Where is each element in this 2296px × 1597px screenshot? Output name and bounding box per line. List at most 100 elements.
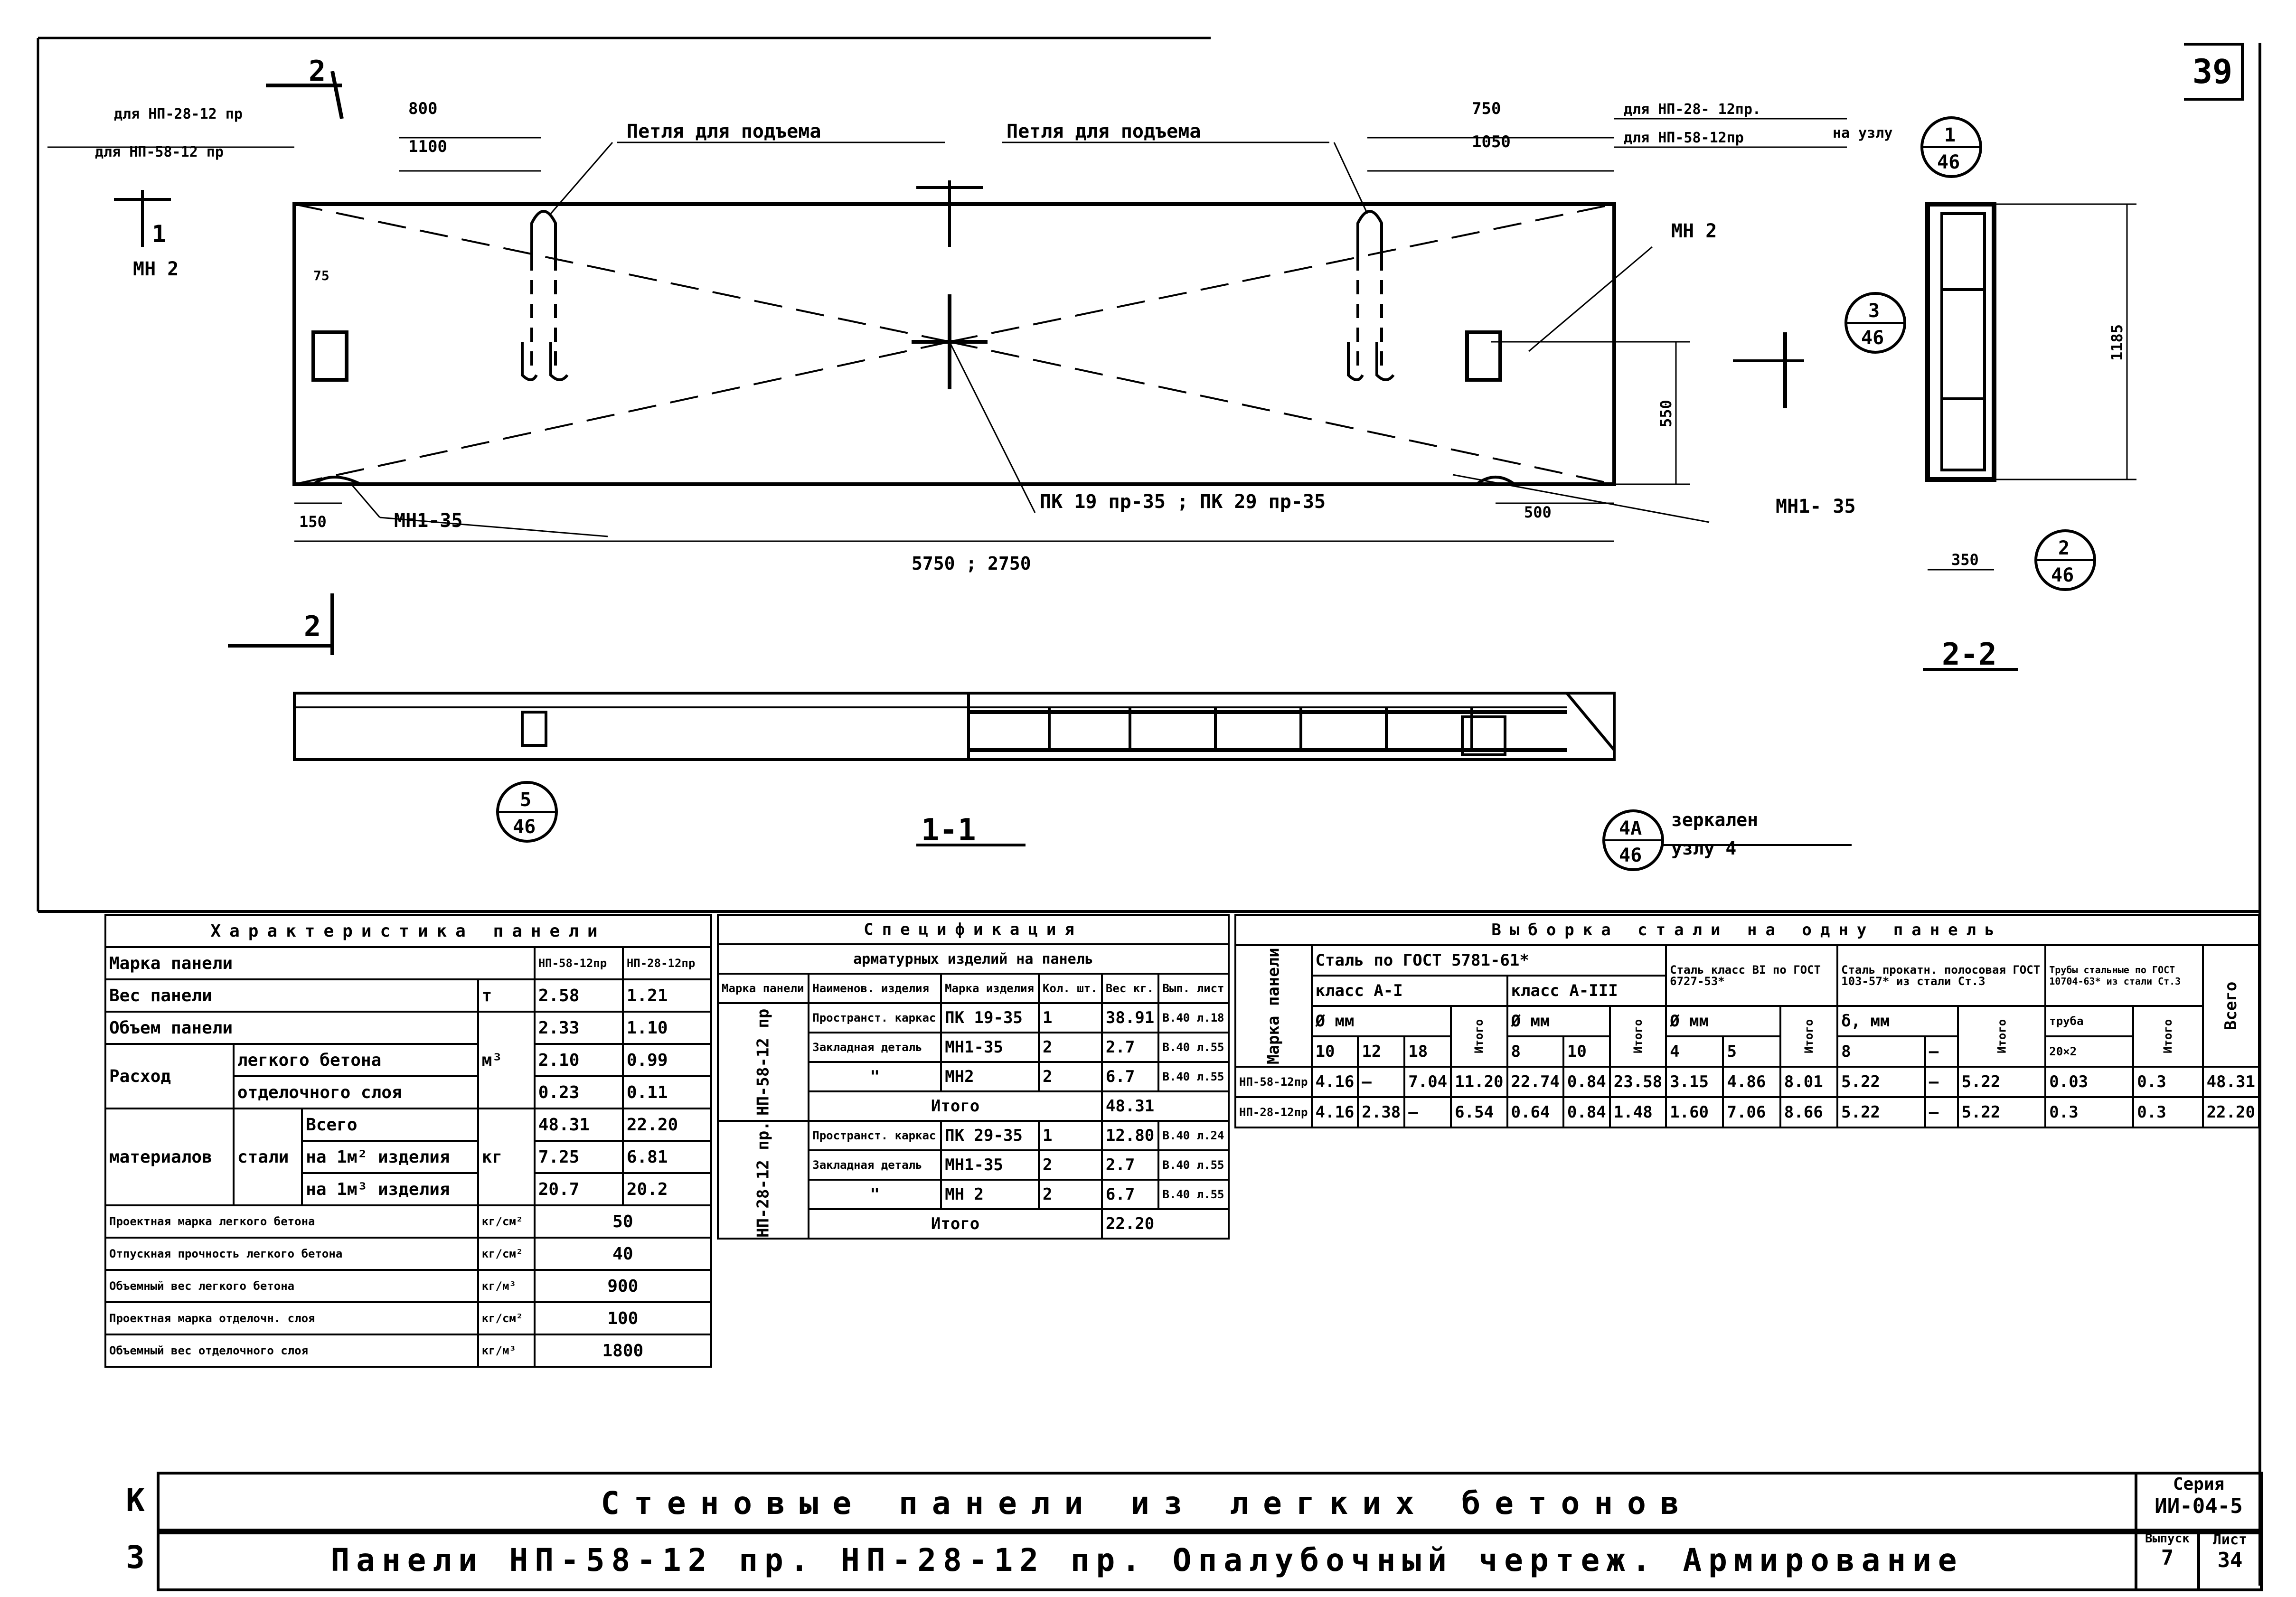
spec-name: " <box>808 1179 942 1210</box>
steel-cell: 0.64 <box>1506 1096 1564 1128</box>
callout-3-top: 3 <box>1868 300 1880 322</box>
char-value: 2.33 <box>533 1011 624 1045</box>
section-1-1-title: 1-1 <box>921 813 976 848</box>
spec-name: " <box>808 1061 942 1092</box>
spec-sheet: В.40 л.24 <box>1157 1120 1230 1151</box>
char-unit: м³ <box>477 1011 536 1109</box>
char-label: Проектная марка отделочн. слоя <box>104 1301 479 1335</box>
sheet-value: 34 <box>2217 1548 2243 1572</box>
spec-sheet: В.40 л.55 <box>1157 1179 1230 1210</box>
spec-total: 22.20 <box>1101 1208 1230 1240</box>
section-1-mark: 1 <box>152 220 166 248</box>
steel-cell: 1.48 <box>1609 1096 1667 1128</box>
for-np58-right: для НП-58-12пр <box>1624 130 1744 146</box>
for-np28-right: для НП-28- 12пр. <box>1624 101 1761 118</box>
lift-loop-label-left: Петля для подъема <box>627 121 821 142</box>
steel-cell: 2.38 <box>1357 1096 1406 1128</box>
steel-phi: Ø мм <box>1506 1005 1611 1037</box>
spec-header: Вып. лист <box>1157 973 1230 1004</box>
steel-cell: — <box>1924 1066 1959 1098</box>
spec-sheet: В.40 л.18 <box>1157 1002 1230 1033</box>
steel-cell: 22.74 <box>1506 1066 1564 1098</box>
steel-cell: 3.15 <box>1665 1066 1724 1098</box>
for-np28-left: для НП-28-12 пр <box>114 106 243 122</box>
pk-label: ПК 19 пр-35 ; ПК 29 пр-35 <box>1040 491 1326 513</box>
mh1-right-label: МН1- 35 <box>1776 496 1856 517</box>
spec-weight: 6.7 <box>1101 1179 1160 1210</box>
char-value: 900 <box>533 1269 713 1303</box>
steel-cell: 0.84 <box>1562 1066 1611 1098</box>
char-label: Проектная марка легкого бетона <box>104 1204 479 1239</box>
steel-gost5781: Сталь по ГОСТ 5781-61* <box>1310 944 1667 977</box>
steel-cell: 4.86 <box>1722 1066 1781 1098</box>
spec-header: Наименов. изделия <box>808 973 942 1004</box>
series-value: ИИ-04-5 <box>2155 1494 2243 1518</box>
mh2-left-label: МН 2 <box>133 258 179 280</box>
dim-1100: 1100 <box>408 137 447 156</box>
char-group-stali: стали <box>232 1108 303 1206</box>
spec-name: Пространст. каркас <box>808 1120 942 1151</box>
panel-outline <box>292 202 1616 486</box>
steel-dia: 4 <box>1665 1035 1724 1068</box>
char-value: 1.21 <box>621 978 713 1013</box>
series-label: Серия <box>2173 1475 2225 1494</box>
spec-weight: 2.7 <box>1101 1032 1160 1063</box>
sheet-label: Лист <box>2212 1531 2248 1548</box>
steel-cell: 48.31 <box>2202 1066 2260 1098</box>
dim-total: 5750 ; 2750 <box>912 553 1031 574</box>
steel-cell: 7.04 <box>1403 1066 1452 1098</box>
char-value: 0.99 <box>621 1043 713 1077</box>
spec-sheet: В.40 л.55 <box>1157 1149 1230 1181</box>
char-unit: кг/м³ <box>477 1334 536 1368</box>
spec-qty: 1 <box>1038 1002 1103 1033</box>
char-group-rashod: Расход <box>104 1043 235 1109</box>
char-unit: кг/см² <box>477 1204 536 1239</box>
steel-cell: 22.20 <box>2202 1096 2260 1128</box>
char-col-a: НП-58-12пр <box>533 946 624 980</box>
steel-pipe-size: 20×2 <box>2044 1035 2135 1068</box>
spec-header: Кол. шт. <box>1038 973 1103 1004</box>
spec-mark: ПК 19-35 <box>940 1002 1040 1033</box>
steel-table: Выборка стали на одну панель Марка панел… <box>1234 914 2260 1128</box>
characteristics-title: Характеристика панели <box>104 914 712 948</box>
section-1-1 <box>293 692 1616 761</box>
char-value: 20.7 <box>533 1172 624 1206</box>
callout-4a-top: 4А <box>1619 817 1642 839</box>
section-2-2 <box>1925 202 1996 482</box>
char-value: 0.23 <box>533 1075 624 1109</box>
callout-1-bottom: 46 <box>1937 151 1960 173</box>
spec-name: Закладная деталь <box>808 1032 942 1063</box>
steel-cell: 8.01 <box>1779 1066 1839 1098</box>
mirrored-label: зеркален <box>1671 809 1758 830</box>
spec-weight: 2.7 <box>1101 1149 1160 1181</box>
steel-cell: 5.22 <box>1836 1096 1926 1128</box>
steel-pipe: труба <box>2044 1005 2135 1037</box>
spec-mark: ПК 29-35 <box>940 1120 1040 1151</box>
char-value: 0.11 <box>621 1075 713 1109</box>
spec-name: Пространст. каркас <box>808 1002 942 1033</box>
steel-cell: 23.58 <box>1609 1066 1667 1098</box>
char-unit: кг/см² <box>477 1301 536 1335</box>
steel-dia: 10 <box>1310 1035 1359 1068</box>
steel-delta: δ, мм <box>1836 1005 1959 1037</box>
char-label: Объемный вес отделочного слоя <box>104 1334 479 1368</box>
steel-cell: 8.66 <box>1779 1096 1839 1128</box>
lift-loop-label-right: Петля для подъема <box>1007 121 1201 142</box>
spec-sheet: В.40 л.55 <box>1157 1032 1230 1063</box>
steel-class-v1: Сталь класс ВI по ГОСТ 6727-53* <box>1665 944 1839 1007</box>
dim-1050: 1050 <box>1472 132 1511 151</box>
char-group-materials: материалов <box>104 1108 235 1206</box>
spec-header: Вес кг. <box>1101 973 1160 1004</box>
steel-dia: — <box>1924 1035 1959 1068</box>
steel-rolled: Сталь прокатн. полосовая ГОСТ 103-57* из… <box>1836 944 2047 1007</box>
char-unit: т <box>477 978 536 1013</box>
spec-qty: 2 <box>1038 1032 1103 1063</box>
char-value: 1.10 <box>621 1011 713 1045</box>
char-label: на 1м³ изделия <box>301 1172 479 1206</box>
spec-mark: МН2 <box>940 1061 1040 1092</box>
spec-total-label: Итого <box>808 1090 1103 1122</box>
char-label: Объем панели <box>104 1011 479 1045</box>
